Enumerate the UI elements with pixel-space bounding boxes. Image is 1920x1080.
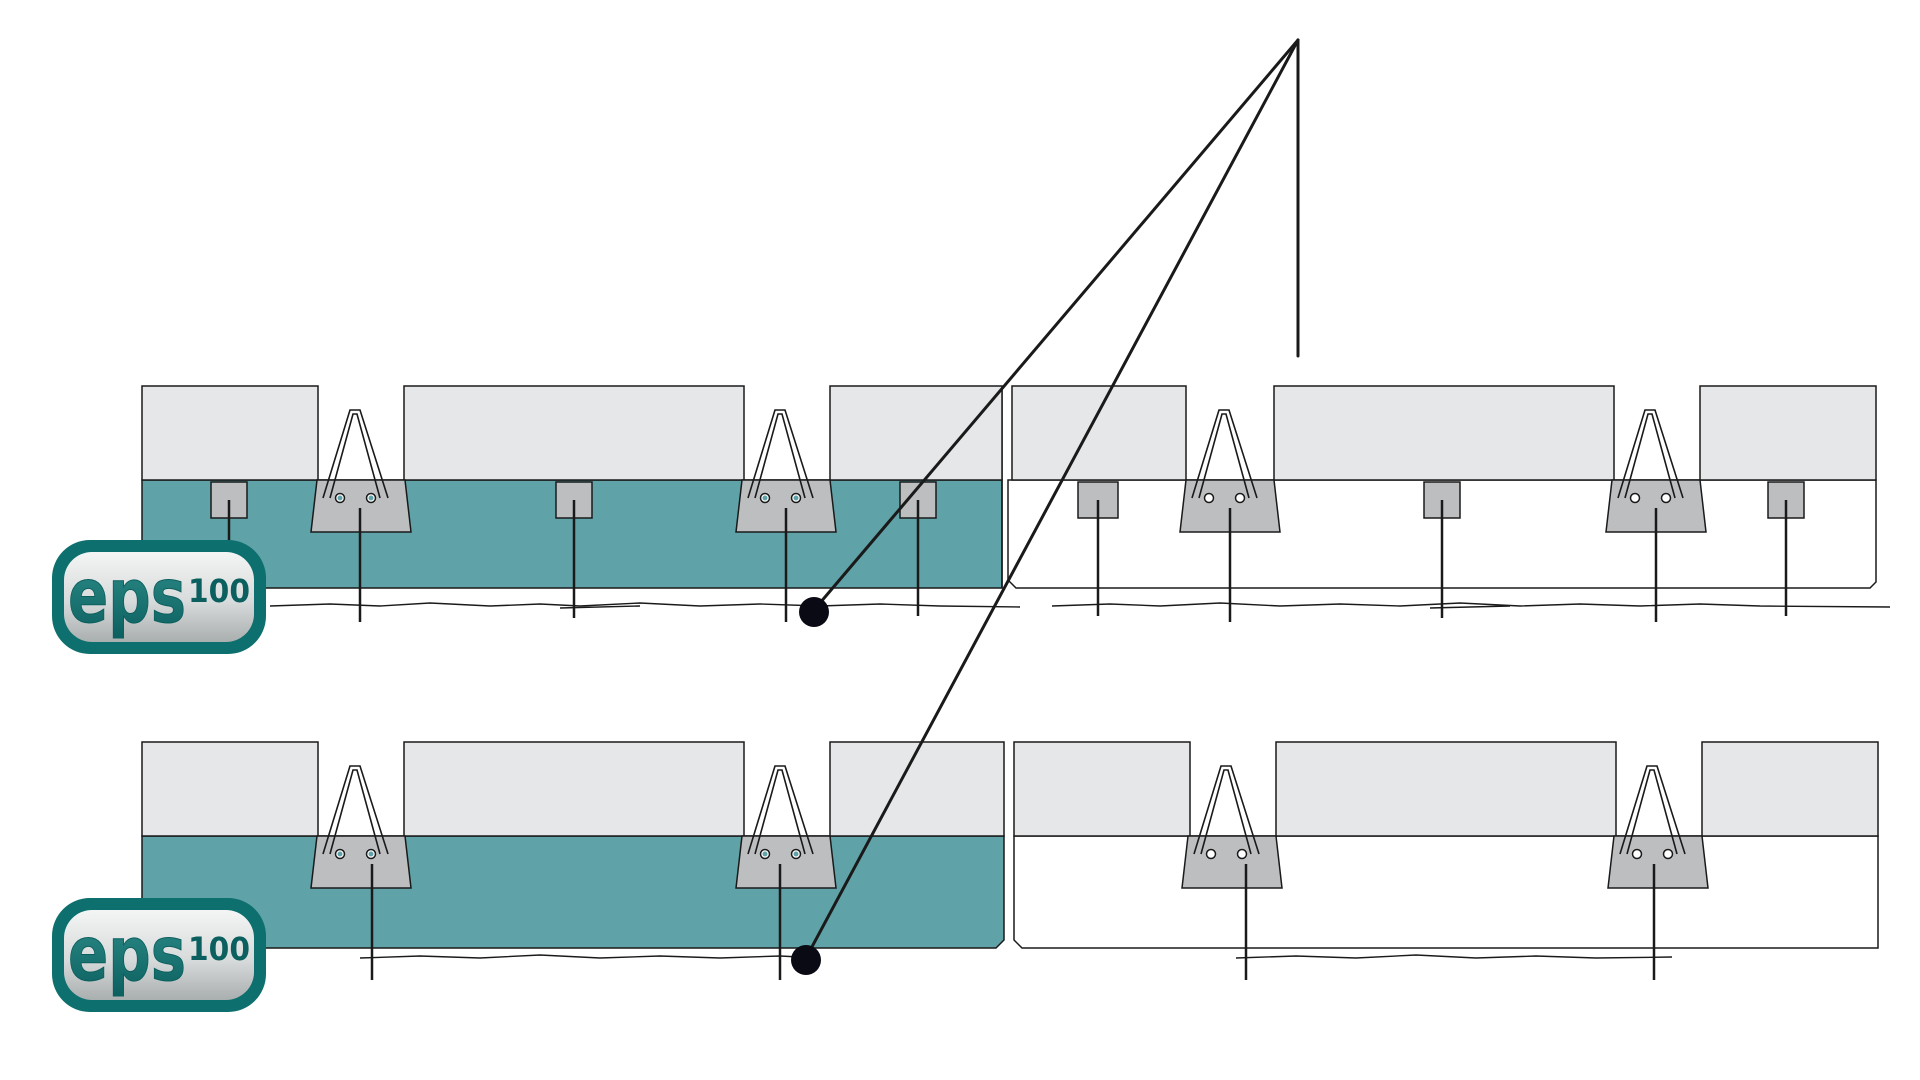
block-r2-4 [1013,741,1191,837]
block-r2-3 [829,741,1005,837]
eps-logo-icon: eps 100 [52,898,266,1012]
base-layer-row2-right [1013,835,1879,949]
leader-lines [804,38,1300,960]
logo-100-text-1: 100 [188,572,250,610]
ground-line-row1 [269,602,1891,609]
anchors-row2 [370,864,1656,980]
block-r1-1 [141,385,319,481]
leader-dot-icon [791,945,821,975]
wire-frames-row2 [322,765,1686,855]
section-row-2 [141,741,1879,980]
logo-100-text-2: 100 [188,930,250,968]
eps-layer-row2 [141,835,1005,949]
block-r1-2 [403,385,745,481]
block-r1-5 [1273,385,1615,481]
leader-dot-icon [799,597,829,627]
wire-frames-row1 [322,409,1684,499]
block-r2-5 [1275,741,1617,837]
logo-eps-text-2: eps [68,909,186,998]
eps-logo-icon: eps 100 [52,540,266,654]
block-r1-4 [1011,385,1187,481]
clip-holes-row1 [334,492,1672,504]
block-r2-1 [141,741,319,837]
block-r2-6 [1701,741,1879,837]
section-row-1 [141,385,1891,622]
block-r1-6 [1699,385,1877,481]
block-r2-2 [403,741,745,837]
block-r1-3 [829,385,1003,481]
logo-eps-text-1: eps [68,551,186,640]
ground-line-row2 [359,954,1673,959]
